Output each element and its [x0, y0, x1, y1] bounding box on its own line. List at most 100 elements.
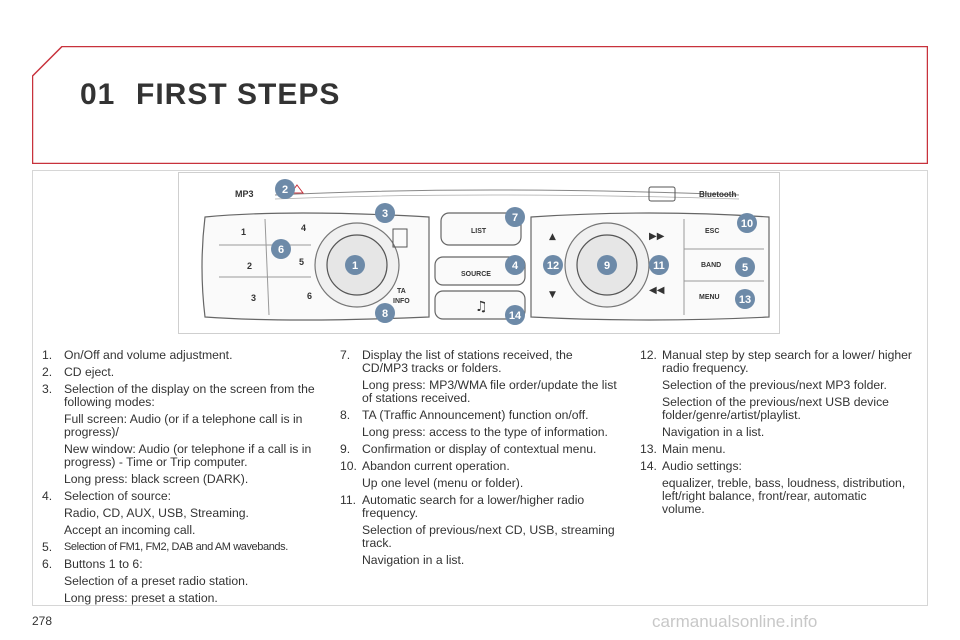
legend-item-text: Selection of source: [64, 489, 172, 503]
menu-label: MENU [699, 294, 720, 301]
legend-item: 9. Confirmation or display of contextual … [340, 443, 622, 456]
preset-3: 3 [251, 293, 256, 303]
legend-item: 6. Buttons 1 to 6: [42, 558, 324, 571]
legend-item-detail: equalizer, treble, bass, loudness, distr… [662, 476, 906, 516]
preset-5: 5 [299, 257, 304, 267]
legend-item-text: Confirmation or display of contextual me… [362, 442, 597, 456]
legend-item-text: Main menu. [662, 442, 726, 456]
source-button-shape [434, 256, 526, 286]
legend-item: 12. Manual step by step search for a lowe… [640, 349, 912, 375]
bluetooth-label: Bluetooth [699, 190, 736, 199]
legend-item-number: 2. [42, 365, 53, 379]
svg-text:14: 14 [509, 310, 522, 322]
legend-item-text: On/Off and volume adjustment. [64, 348, 233, 362]
svg-text:13: 13 [739, 294, 751, 306]
preset-1: 1 [241, 227, 246, 237]
legend-item: 7. Display the list of stations received,… [340, 349, 622, 375]
callout-9: 9 [597, 255, 617, 275]
ta-label: TA [397, 288, 406, 295]
legend-item-text: Manual step by step search for a lower/ … [662, 348, 912, 375]
svg-text:6: 6 [278, 244, 284, 256]
legend-item: 3.Selection of the display on the screen… [42, 383, 324, 409]
legend-item-detail: Selection of the previous/next MP3 folde… [662, 378, 887, 392]
legend-item-detail: Selection of previous/next CD, USB, stre… [362, 523, 615, 550]
legend-item-detail: Long press: preset a station. [64, 591, 218, 605]
legend-item-number: 10. [340, 459, 357, 473]
band-label: BAND [701, 262, 721, 269]
callout-11: 11 [649, 255, 669, 275]
svg-text:2: 2 [282, 184, 288, 196]
callout-1: 1 [345, 255, 365, 275]
legend-item-text: Abandon current operation. [362, 459, 510, 473]
legend-item-detail: Navigation in a list. [662, 425, 765, 439]
svg-text:3: 3 [382, 208, 388, 220]
chapter-header [32, 46, 928, 164]
radio-panel-figure: MP3 Bluetooth 1 2 3 4 5 6 TA INFO LIST S… [178, 172, 780, 334]
legend-item-number: 8. [340, 408, 351, 422]
legend-item-text: CD eject. [64, 365, 115, 379]
list-label: LIST [471, 228, 487, 235]
legend-item-number: 3. [42, 382, 53, 396]
legend-column-2: 7. Display the list of stations received,… [340, 349, 622, 571]
chapter-title: FIRST STEPS [136, 78, 341, 111]
legend-item: 14.Audio settings: [640, 460, 912, 473]
rewind-icon: ◀◀ [649, 285, 665, 296]
legend-item-number: 5. [42, 540, 53, 554]
legend-item: 11.Automatic search for a lower/higher r… [340, 494, 622, 520]
legend-item: 1.On/Off and volume adjustment. [42, 349, 324, 362]
legend-item-number: 7. [340, 348, 351, 362]
callout-12: 12 [543, 255, 563, 275]
svg-text:4: 4 [512, 260, 519, 272]
content-frame [32, 170, 928, 606]
preset-6: 6 [307, 291, 312, 301]
legend-item-detail: Long press: MP3/WMA file order/update th… [362, 378, 617, 405]
svg-text:9: 9 [604, 260, 610, 272]
legend-item: 8. TA (Traffic Announcement) function on/… [340, 409, 622, 422]
legend-item-number: 6. [42, 557, 53, 571]
callout-5: 5 [735, 257, 755, 277]
legend-item-detail: Selection of the previous/next USB devic… [662, 395, 889, 422]
legend-item-number: 11. [340, 493, 357, 507]
legend-column-3: 12. Manual step by step search for a lowe… [640, 349, 912, 520]
legend-item-detail: Long press: access to the type of inform… [362, 425, 608, 439]
legend-item-text: Buttons 1 to 6: [64, 557, 143, 571]
callout-10: 10 [737, 213, 757, 233]
legend-item-number: 9. [340, 442, 351, 456]
callout-13: 13 [735, 289, 755, 309]
svg-text:1: 1 [352, 260, 358, 272]
legend-item-text: Display the list of stations received, t… [362, 348, 573, 375]
radio-panel-drawing: MP3 Bluetooth 1 2 3 4 5 6 TA INFO LIST S… [201, 179, 770, 325]
legend-item-detail: Accept an incoming call. [64, 523, 196, 537]
preset-2: 2 [247, 261, 252, 271]
list-button-shape [440, 212, 522, 246]
svg-text:12: 12 [547, 260, 559, 272]
legend-item-detail: Full screen: Audio (or if a telephone ca… [64, 412, 303, 439]
audio-settings-button-shape [434, 290, 526, 320]
legend-item-text: Audio settings: [662, 459, 742, 473]
legend-item-text: Selection of FM1, FM2, DAB and AM waveba… [64, 541, 288, 553]
down-arrow-icon: ▼ [549, 290, 556, 300]
legend-item: 13. Main menu. [640, 443, 912, 456]
legend-column-1: 1.On/Off and volume adjustment. 2. CD ejec… [42, 349, 324, 609]
svg-text:8: 8 [382, 308, 388, 320]
callout-2: 2 [275, 179, 295, 199]
legend-item-detail: Up one level (menu or folder). [362, 476, 524, 490]
legend-item-detail: Selection of a preset radio station. [64, 574, 249, 588]
legend-item-number: 12. [640, 348, 657, 362]
callout-7: 7 [505, 207, 525, 227]
up-arrow-icon: ▲ [549, 232, 556, 242]
svg-text:10: 10 [741, 218, 753, 230]
chapter-number: 01 [80, 78, 116, 111]
svg-text:11: 11 [653, 260, 665, 272]
callout-6: 6 [271, 239, 291, 259]
legend-item-text: TA (Traffic Announcement) function on/of… [362, 408, 589, 422]
svg-text:5: 5 [742, 262, 748, 274]
cd-slot-icon [648, 186, 676, 202]
callout-3: 3 [375, 203, 395, 223]
callout-4: 4 [505, 255, 525, 275]
callout-14: 14 [505, 305, 525, 325]
legend-item-number: 13. [640, 442, 657, 456]
preset-4: 4 [301, 223, 306, 233]
page-number: 278 [32, 614, 53, 628]
legend-item: 10. Abandon current operation. [340, 460, 622, 473]
